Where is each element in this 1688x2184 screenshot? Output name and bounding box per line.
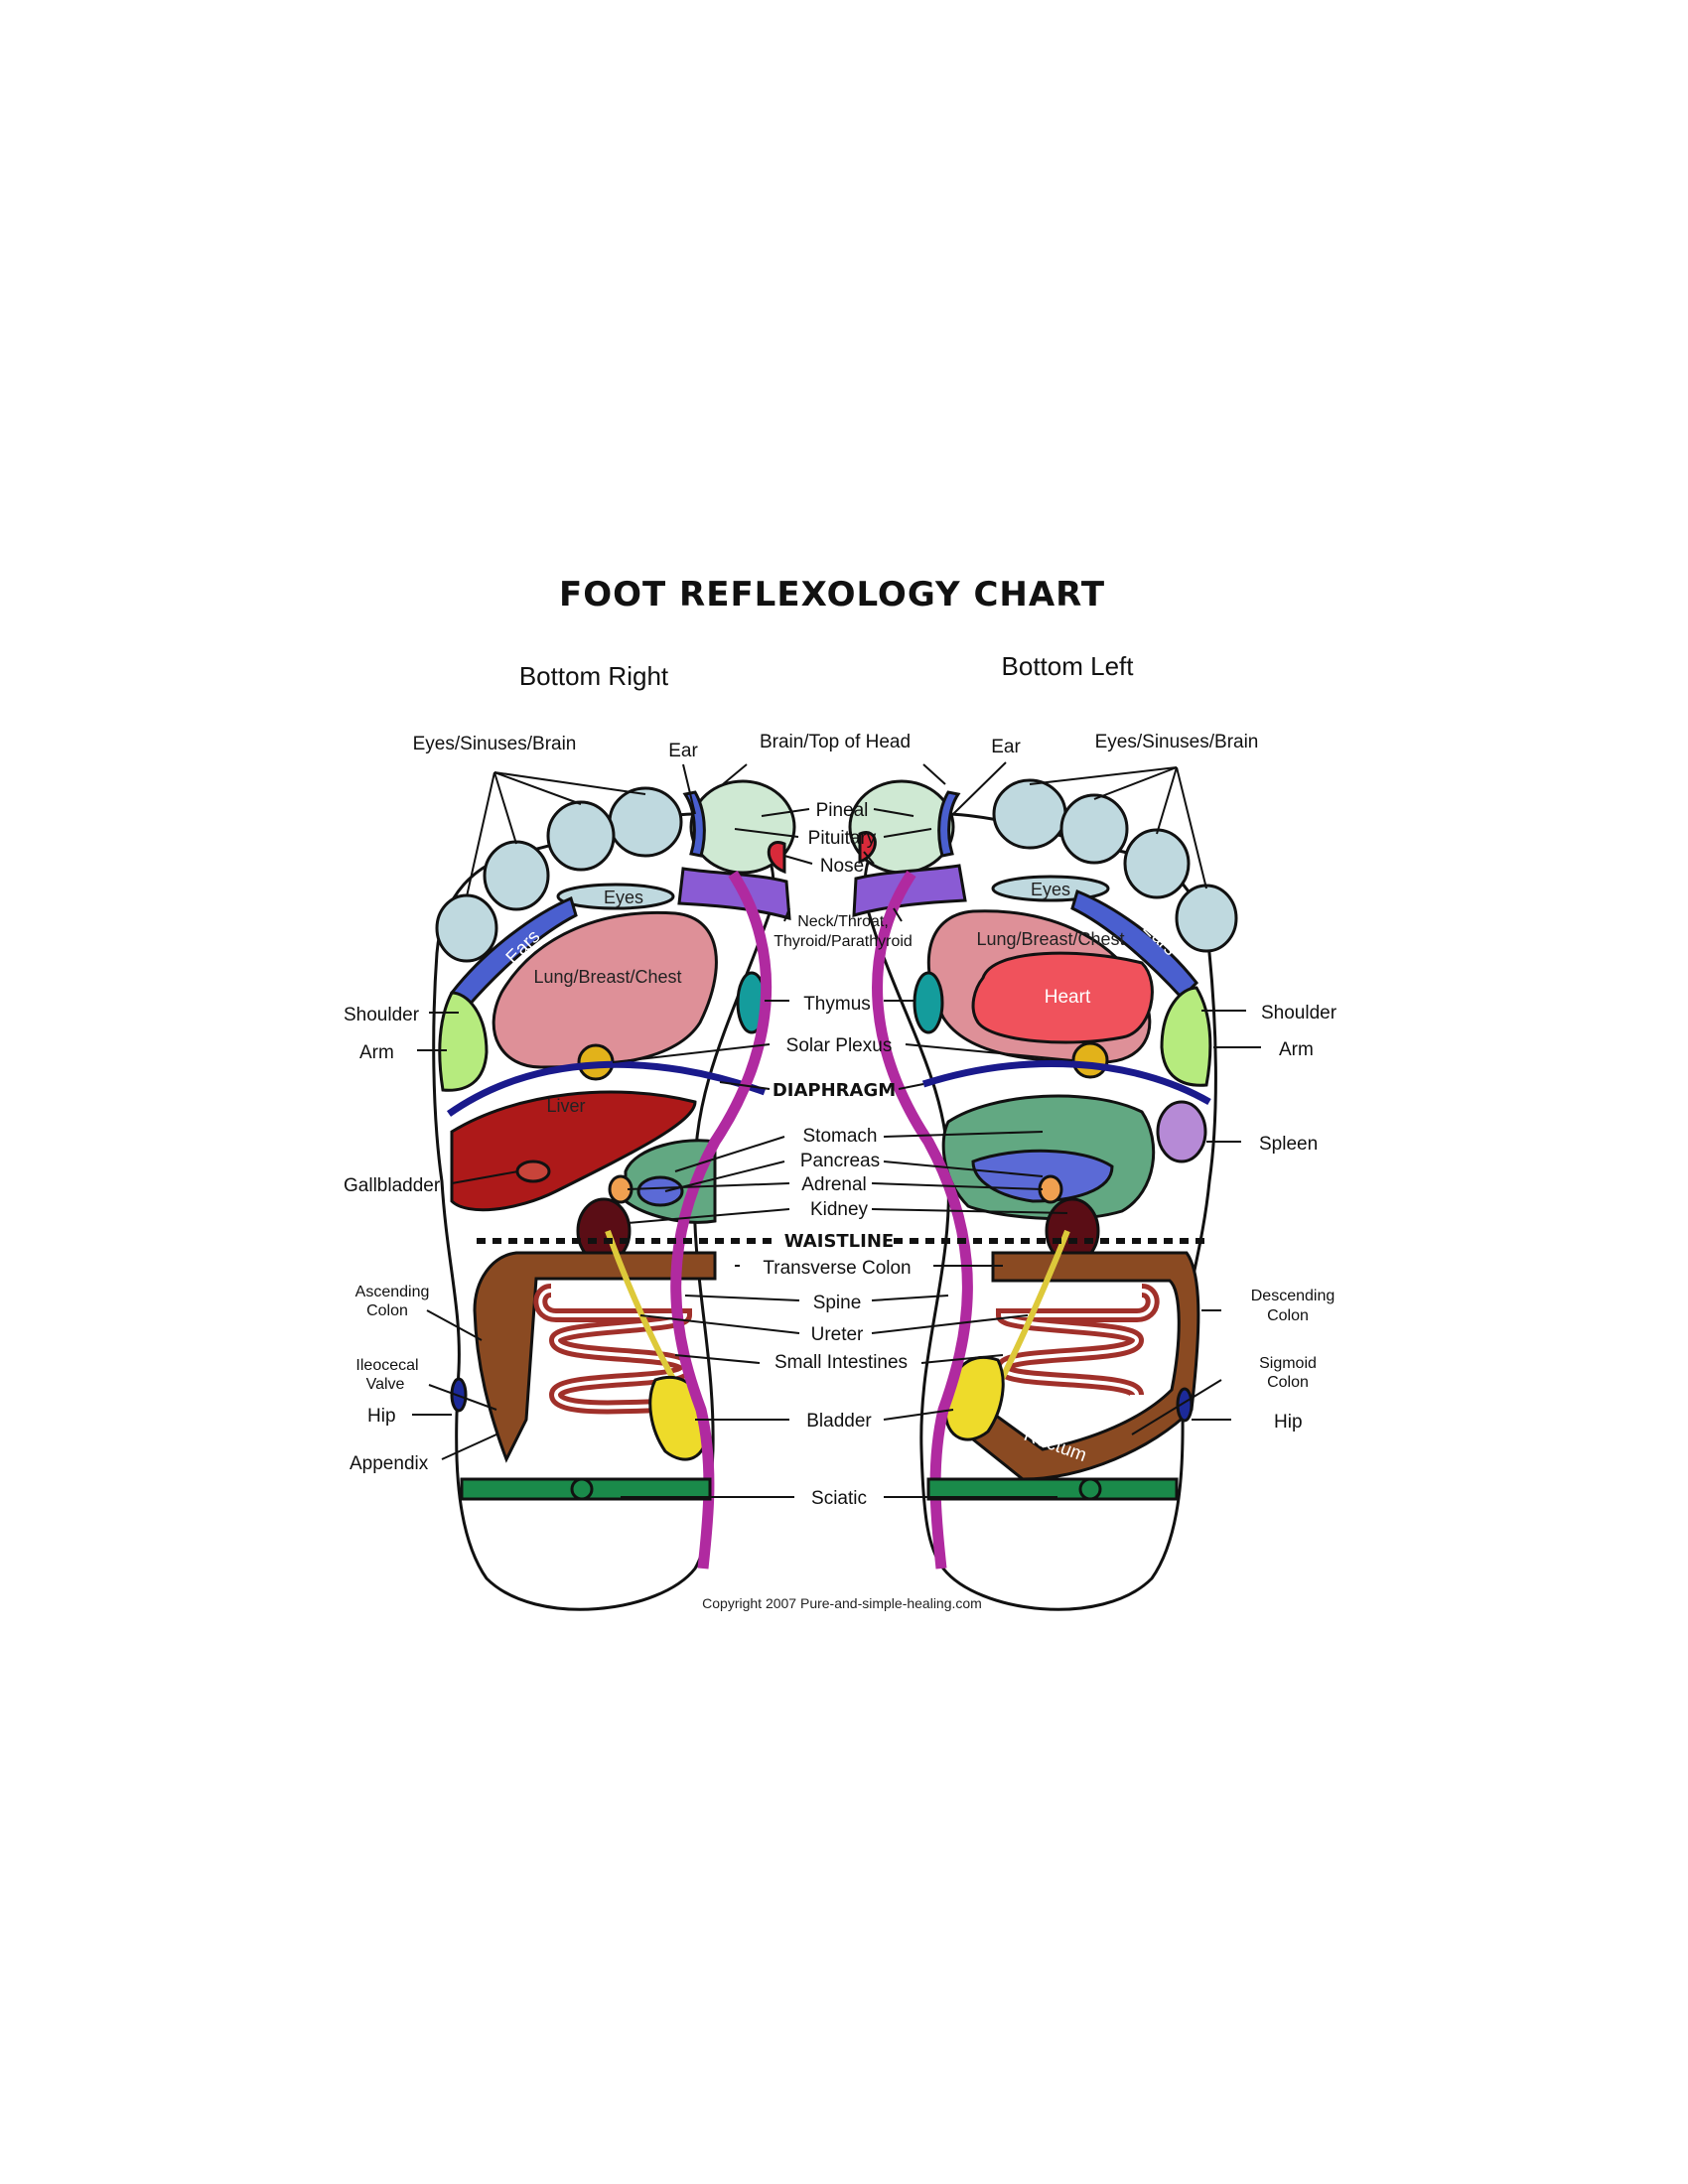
left-foot-thymus-zone: [913, 971, 944, 1034]
label-descending-colon-line2: Colon: [1267, 1307, 1309, 1324]
label-arm-left: Arm: [1279, 1039, 1314, 1060]
label-sciatic: Sciatic: [811, 1488, 867, 1509]
label-thymus: Thymus: [803, 994, 871, 1015]
right-foot-spine: [670, 871, 773, 1570]
right-foot-diaphragm-line: [446, 1060, 767, 1117]
label-ear-left: Ear: [991, 737, 1021, 757]
label-transverse-colon: Transverse Colon: [763, 1258, 911, 1279]
label-ascending-colon-line2: Colon: [366, 1302, 408, 1319]
left-foot: Eyes Ears Lung/Breast/Chest Heart Rectum: [848, 778, 1238, 1611]
right-foot-toe-3: [546, 800, 616, 872]
right-foot-eyes-label: Eyes: [604, 887, 643, 907]
right-foot-gallbladder-zone: [515, 1160, 551, 1183]
copyright: Copyright 2007 Pure-and-simple-healing.c…: [702, 1595, 982, 1611]
left-foot-toe-5: [1175, 884, 1238, 953]
right-foot-pancreas-zone: [636, 1175, 684, 1207]
label-adrenal: Adrenal: [801, 1174, 867, 1195]
left-foot-spine: [872, 870, 973, 1570]
label-appendix: Appendix: [350, 1453, 429, 1474]
right-foot-liver-zone: [450, 1090, 697, 1212]
label-spleen: Spleen: [1259, 1134, 1318, 1155]
left-foot-ear-zone: [937, 790, 961, 858]
right-foot-toe-2: [608, 786, 683, 858]
left-foot-eyes-label: Eyes: [1031, 880, 1070, 899]
label-descending-colon-line1: Descending: [1251, 1288, 1336, 1304]
right-foot-sciatic-point: [570, 1477, 594, 1501]
label-bladder: Bladder: [806, 1411, 872, 1432]
left-foot-spleen-zone: [1156, 1100, 1207, 1163]
right-foot-shoulder-zone: [438, 991, 489, 1092]
label-brain-top: Brain/Top of Head: [760, 732, 911, 752]
right-foot-liver-label: Liver: [546, 1096, 585, 1116]
right-foot-lung-label: Lung/Breast/Chest: [533, 967, 681, 987]
left-foot-lung-label: Lung/Breast/Chest: [976, 929, 1124, 949]
left-foot-heart-label: Heart: [1045, 987, 1091, 1008]
left-foot-intestine-highlight: [1000, 1289, 1155, 1396]
label-pineal: Pineal: [816, 800, 869, 821]
right-foot-eyes-zone: [556, 883, 675, 910]
label-solar-plexus: Solar Plexus: [786, 1035, 893, 1056]
label-hip-right: Hip: [367, 1406, 396, 1427]
left-foot-toe-4: [1123, 828, 1191, 899]
label-arm-right: Arm: [359, 1042, 394, 1063]
label-pancreas: Pancreas: [800, 1151, 880, 1171]
page-title: FOOT REFLEXOLOGY CHART: [559, 575, 1105, 614]
right-foot-lung-zone: [492, 910, 718, 1069]
label-spine: Spine: [813, 1293, 862, 1313]
label-stomach: Stomach: [803, 1126, 878, 1147]
subtitle-right-foot: Bottom Right: [519, 661, 669, 691]
label-ascending-colon-line1: Ascending: [355, 1284, 430, 1300]
left-foot-sciatic-point: [1078, 1477, 1102, 1501]
right-foot-nose-zone: [767, 841, 786, 875]
label-neck-line2: Thyroid/Parathyroid: [774, 933, 913, 950]
leader-lines: [412, 761, 1261, 1498]
label-ear-right: Ear: [668, 741, 698, 761]
label-sigmoid-line1: Sigmoid: [1259, 1355, 1317, 1372]
right-foot-toe-5: [435, 893, 498, 963]
left-foot-bladder-zone: [943, 1355, 1005, 1441]
right-foot-toe-4: [483, 840, 550, 911]
left-foot-toe-2: [992, 778, 1067, 850]
left-foot-shoulder-zone: [1160, 986, 1212, 1087]
left-foot-heart-zone: [971, 951, 1154, 1044]
left-foot-sciatic-zone: [926, 1477, 1179, 1501]
label-hip-left: Hip: [1274, 1412, 1303, 1433]
label-nose: Nose: [820, 856, 864, 877]
label-eyes-sinuses-brain-left: Eyes/Sinuses/Brain: [1095, 732, 1259, 752]
label-ileocecal-line1: Ileocecal: [355, 1357, 418, 1374]
label-neck-line1: Neck/Throat,: [797, 913, 889, 930]
label-ureter: Ureter: [811, 1324, 864, 1345]
label-kidney: Kidney: [810, 1199, 869, 1220]
label-ileocecal-line2: Valve: [366, 1376, 405, 1393]
label-diaphragm: DIAPHRAGM: [773, 1080, 896, 1101]
label-eyes-sinuses-brain-right: Eyes/Sinuses/Brain: [413, 734, 577, 754]
right-foot-intestine-highlight: [538, 1289, 688, 1410]
label-gallbladder: Gallbladder: [344, 1175, 441, 1196]
label-waistline: WAISTLINE: [784, 1231, 894, 1252]
label-shoulder-right: Shoulder: [344, 1005, 420, 1025]
left-foot-solar-plexus-zone: [1071, 1041, 1109, 1079]
label-shoulder-left: Shoulder: [1261, 1003, 1337, 1024]
left-foot-toe-3: [1059, 793, 1129, 865]
left-foot-adrenal-zone: [1038, 1174, 1063, 1204]
left-foot-neck-zone: [852, 864, 967, 918]
left-foot-colon-zone: [971, 1251, 1200, 1481]
right-foot-ear-zone: [682, 790, 706, 858]
right-foot-neck-zone: [677, 867, 791, 921]
label-small-intestines: Small Intestines: [774, 1352, 908, 1373]
left-foot-hip-zone: [1176, 1387, 1194, 1423]
right-foot: Eyes Ears Lung/Breast/Chest Liver: [432, 779, 796, 1611]
left-foot-ears-zone: [1070, 888, 1198, 1001]
right-foot-colon-zone: [473, 1251, 717, 1463]
left-foot-nose-zone: [858, 831, 877, 865]
label-pituitary: Pituitary: [808, 828, 877, 849]
label-sigmoid-line2: Colon: [1267, 1374, 1309, 1391]
left-foot-diaphragm-line: [921, 1060, 1211, 1106]
right-foot-ears-zone: [450, 895, 578, 1011]
subtitle-left-foot: Bottom Left: [1002, 651, 1135, 681]
